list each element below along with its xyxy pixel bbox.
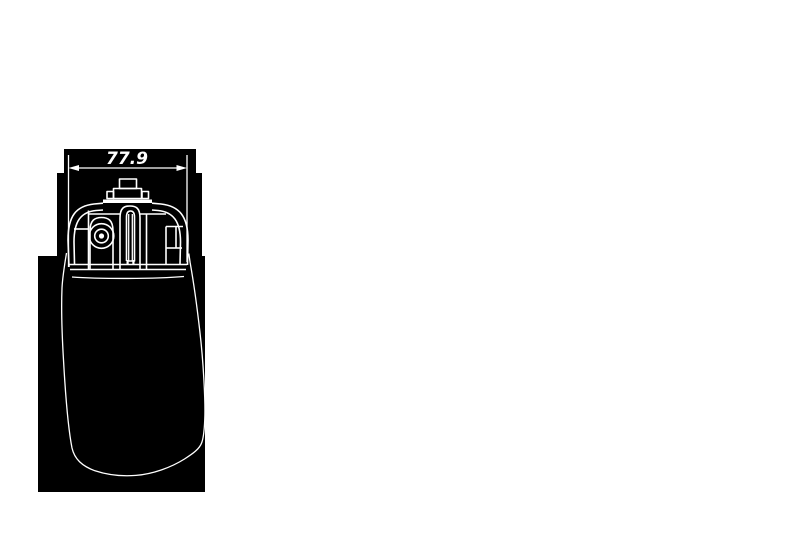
body-outline (61, 252, 206, 477)
device-top-housing (67, 178, 189, 271)
grommet-inner-ring (93, 228, 110, 244)
grommet-panel (89, 216, 114, 269)
drawing-panel (38, 149, 205, 492)
dome-inner-outline (73, 209, 182, 265)
device-body (61, 252, 206, 477)
mounting-bolt (103, 178, 152, 203)
dimension-arrow-left (68, 165, 79, 171)
bolt-flange-right (141, 190, 150, 200)
slot-foot-right (132, 260, 135, 264)
center-column (119, 205, 141, 269)
slot-foot-left (126, 260, 129, 264)
dome-outer-outline (67, 202, 189, 268)
grommet-outer-circle (88, 222, 115, 250)
grommet-center-dot (98, 233, 105, 239)
bolt-washer (103, 199, 152, 203)
bolt-flange-left (106, 190, 115, 200)
body-top-edge (71, 275, 185, 280)
center-slot (125, 210, 136, 262)
dimension-value: 77.9 (106, 149, 148, 169)
dimension-arrow-right (176, 165, 187, 171)
